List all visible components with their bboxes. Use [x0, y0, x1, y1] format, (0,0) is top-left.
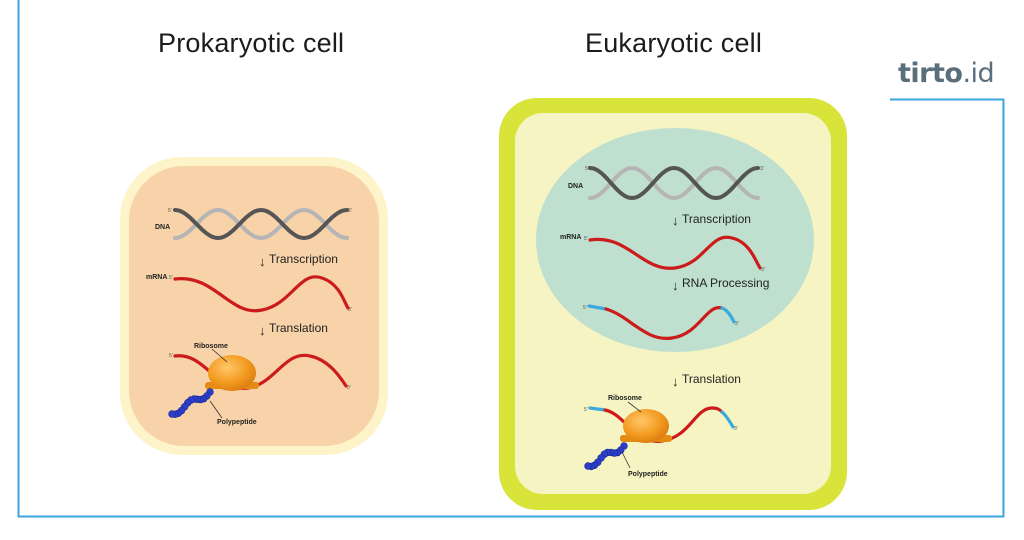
- prok-arrow-translation: ↓: [259, 323, 266, 338]
- prok-dna-light-strand: [173, 207, 349, 241]
- euk-translation-label: Translation: [682, 372, 741, 386]
- eukaryotic-mature-mrna: [604, 306, 724, 340]
- euk-arrow-translation: ↓: [672, 374, 679, 389]
- prok-dna-3prime-label: 3': [348, 208, 352, 214]
- prok-polypeptide-pointer: [209, 400, 223, 419]
- prok-mrna-5prime-label: 5': [169, 275, 173, 281]
- euk-translation-poly-a-tail: [720, 410, 735, 429]
- eukaryotic-ribosome: [620, 409, 672, 443]
- prokaryotic-ribosome: [205, 355, 259, 391]
- euk-mature-poly-a-tail: [720, 306, 736, 324]
- page-frame: [17, 0, 1005, 518]
- prok-polypeptide-label: Polypeptide: [217, 419, 257, 426]
- euk-trans-3prime-label: 3': [734, 426, 738, 432]
- prokaryotic-cell: DNA 5' 3' ↓ Transcription mRNA 5' 3' ↓ T…: [120, 157, 388, 455]
- brand-name: tirto: [898, 58, 963, 89]
- euk-dna-5prime-label: 5': [585, 166, 589, 172]
- euk-ribosome-large-subunit: [623, 409, 669, 443]
- prok-trans-3prime-label: 3': [347, 385, 351, 391]
- euk-dna-dark-strand: [588, 165, 760, 201]
- euk-ribosome-pointer: [627, 401, 642, 413]
- euk-dna-3prime-label: 3': [760, 166, 764, 172]
- euk-arrow-rna-processing: ↓: [672, 278, 679, 293]
- prok-trans-5prime-label: 5': [169, 353, 173, 359]
- euk-dna-label: DNA: [568, 183, 583, 190]
- prok-dna-5prime-label: 5': [168, 208, 172, 214]
- prokaryotic-translation-mrna: [173, 353, 348, 390]
- euk-mrna-label: mRNA: [560, 234, 581, 241]
- prok-arrow-transcription: ↓: [259, 254, 266, 269]
- euk-polypeptide-label: Polypeptide: [628, 471, 668, 478]
- prokaryotic-polypeptide-chain: [168, 388, 214, 418]
- euk-polypeptide-pointer: [621, 451, 631, 469]
- prok-dna-label: DNA: [155, 224, 170, 231]
- euk-trans-5prime-label: 5': [584, 407, 588, 413]
- euk-dna-light-strand: [588, 165, 760, 201]
- eukaryotic-title: Eukaryotic cell: [585, 28, 763, 58]
- prok-polypeptide-bead: [168, 410, 176, 418]
- brand-suffix: .id: [962, 58, 995, 89]
- euk-arrow-transcription: ↓: [672, 213, 679, 228]
- prok-ribosome-large-subunit: [208, 355, 256, 391]
- euk-mrna-3prime-label: 3': [761, 267, 765, 273]
- prok-transcription-label: Transcription: [269, 252, 338, 266]
- eukaryotic-polypeptide-chain: [584, 442, 628, 471]
- prokaryotic-cytoplasm: [129, 166, 379, 446]
- euk-mrna-5prime-label: 5': [584, 236, 588, 242]
- prok-translation-label: Translation: [269, 321, 328, 335]
- euk-mature-5prime-cap: [587, 304, 608, 311]
- prok-mrna-label: mRNA: [146, 274, 167, 281]
- eukaryotic-cell: DNA 5' 3' ↓ Transcription mRNA 5' 3' ↓ R…: [499, 98, 847, 510]
- prokaryotic-dna-helix: [173, 207, 349, 241]
- euk-transcription-label: Transcription: [682, 212, 751, 226]
- eukaryotic-dna-helix: [588, 165, 760, 201]
- prokaryotic-title: Prokaryotic cell: [158, 28, 345, 58]
- euk-rna-processing-label: RNA Processing: [682, 276, 769, 290]
- brand-logo: tirto.id: [898, 58, 995, 89]
- prok-mrna-3prime-label: 3': [348, 307, 352, 313]
- euk-mature-3prime-label: 3': [735, 321, 739, 327]
- nucleus: [536, 128, 814, 352]
- euk-ribosome-label: Ribosome: [608, 395, 642, 402]
- euk-translation-5prime-cap: [588, 406, 607, 412]
- prokaryotic-mrna-strand: [173, 275, 350, 313]
- prok-dna-dark-strand: [173, 207, 349, 241]
- eukaryotic-pre-mrna: [588, 235, 762, 270]
- euk-polypeptide-bead: [584, 462, 592, 470]
- euk-mature-5prime-label: 5': [583, 305, 587, 311]
- prok-ribosome-label: Ribosome: [194, 343, 228, 350]
- prok-ribosome-pointer: [211, 348, 228, 363]
